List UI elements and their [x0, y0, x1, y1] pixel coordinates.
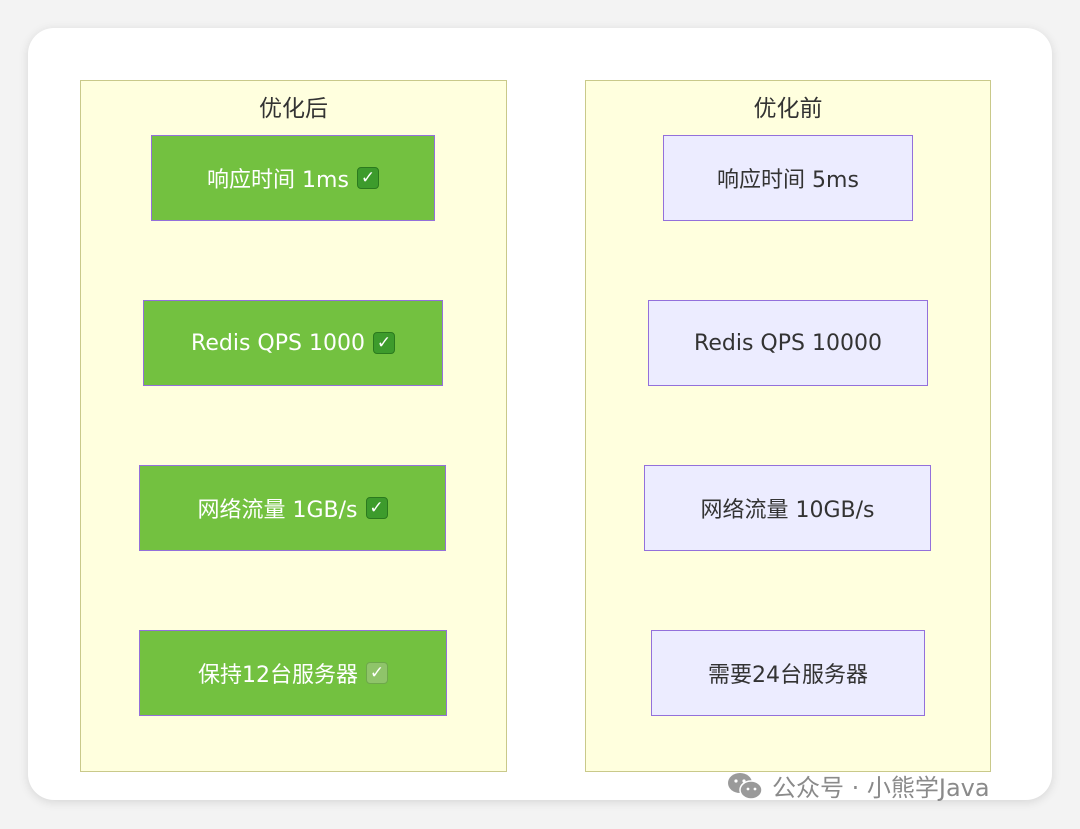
group-after-title: 优化后	[259, 96, 328, 122]
node-label: 网络流量 1GB/s	[197, 498, 358, 523]
node-before-servers: 需要24台服务器	[651, 630, 925, 716]
check-mark-icon: ✓	[356, 167, 379, 189]
node-label: 响应时间 1ms	[207, 168, 349, 193]
node-after-redis-qps: Redis QPS 1000 ✓	[143, 300, 443, 386]
check-mark-icon: ✓	[365, 497, 388, 519]
watermark: 公众号 · 小熊学Java	[726, 768, 990, 803]
node-label: 响应时间 5ms	[717, 168, 859, 193]
node-label: Redis QPS 1000	[191, 330, 365, 356]
watermark-text: 公众号 · 小熊学Java	[772, 774, 990, 802]
group-before-title: 优化前	[753, 96, 823, 122]
node-label: 保持12台服务器	[198, 663, 358, 688]
node-after-response-time: 响应时间 1ms ✓	[151, 135, 435, 221]
node-label: 需要24台服务器	[708, 663, 868, 688]
node-label: Redis QPS 10000	[694, 330, 882, 356]
node-after-servers: 保持12台服务器 ✓	[139, 630, 447, 716]
node-after-network-traffic: 网络流量 1GB/s ✓	[139, 465, 446, 551]
wechat-icon	[728, 772, 763, 800]
check-mark-icon: ✓	[366, 662, 388, 684]
node-label: 网络流量 10GB/s	[700, 498, 875, 523]
node-before-response-time: 响应时间 5ms	[663, 135, 913, 221]
node-before-network-traffic: 网络流量 10GB/s	[644, 465, 931, 551]
check-mark-icon: ✓	[372, 332, 395, 354]
node-before-redis-qps: Redis QPS 10000	[648, 300, 928, 386]
